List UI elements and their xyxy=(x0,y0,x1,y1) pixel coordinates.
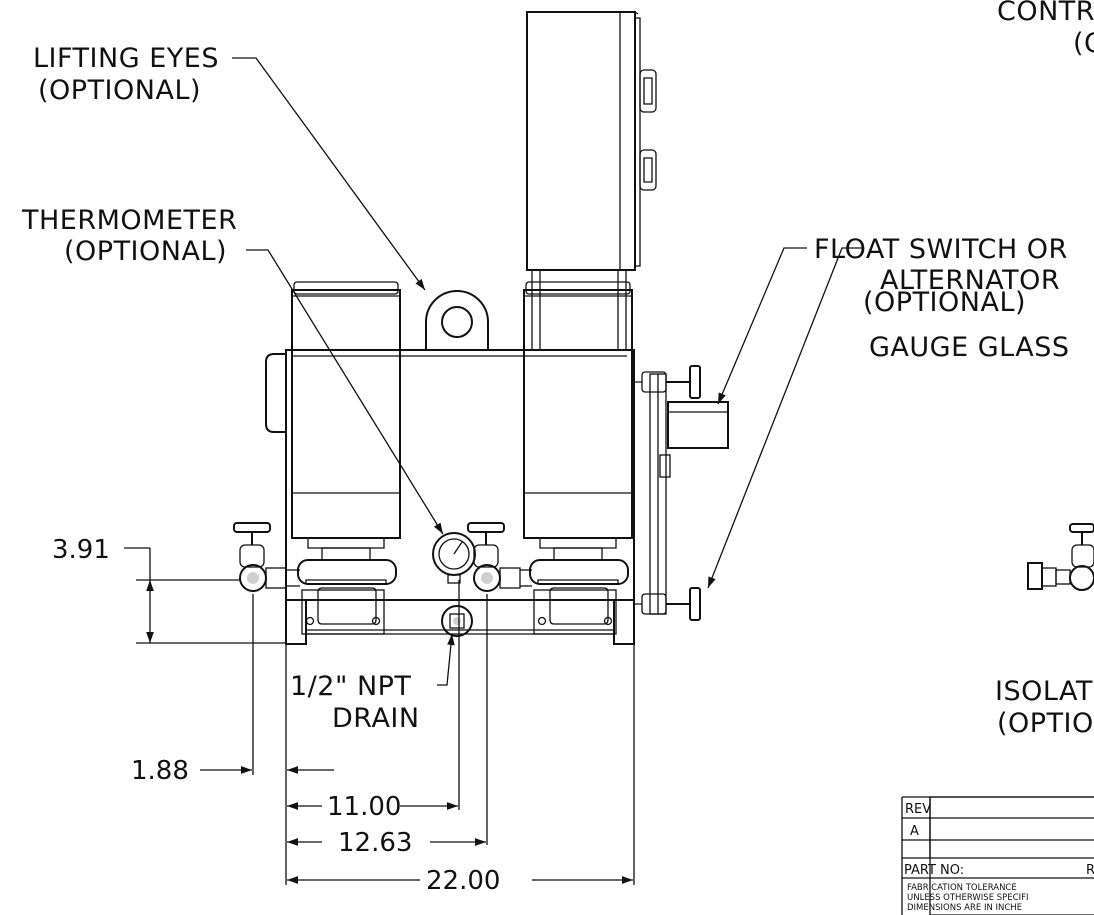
leader-thermometer xyxy=(246,249,444,535)
label-isolation-partial-line1: ISOLAT xyxy=(995,676,1093,707)
label-lifting-eyes-line2: (OPTIONAL) xyxy=(38,75,201,106)
dim-1-88: 1.88 xyxy=(131,756,189,786)
label-gauge-glass-line1: GAUGE GLASS xyxy=(869,332,1070,363)
tb-note-2: UNLESS OTHERWISE SPECIFI xyxy=(907,893,1029,903)
dim-11-00: 11.00 xyxy=(327,792,401,822)
label-drain-line2: DRAIN xyxy=(332,703,420,734)
tb-part-no-partial: R xyxy=(1086,863,1094,878)
leader-float-switch xyxy=(717,247,807,405)
label-thermometer-line2: (OPTIONAL) xyxy=(64,236,227,267)
dimension-lines xyxy=(124,547,635,885)
title-block: REV A PART NO: R FABRICATION TOLERANCE U… xyxy=(901,796,1094,915)
pump-motor-right xyxy=(523,281,633,635)
callout-labels: LIFTING EYES (OPTIONAL) THERMOMETER (OPT… xyxy=(21,0,1094,739)
dim-22-00: 22.00 xyxy=(426,866,500,896)
drain-fitting xyxy=(441,605,473,637)
tb-part-no-label: PART NO: xyxy=(904,863,964,878)
lifting-eye xyxy=(425,290,489,350)
label-control-partial-line2: (O xyxy=(1073,28,1094,59)
leader-lifting-eyes xyxy=(232,57,426,291)
leader-gauge-glass xyxy=(707,247,863,589)
dim-3-91: 3.91 xyxy=(52,535,110,565)
dim-12-63: 12.63 xyxy=(338,828,412,858)
label-drain-line1: 1/2" NPT xyxy=(290,671,411,702)
tb-note-3: DIMENSIONS ARE IN INCHE xyxy=(907,903,1022,913)
label-isolation-partial-line2: (OPTIO xyxy=(997,708,1094,739)
isolation-valve-detail-partial xyxy=(1027,523,1094,591)
gauge-glass xyxy=(634,365,701,621)
isolation-valve-middle xyxy=(467,522,532,592)
label-lifting-eyes-line1: LIFTING EYES xyxy=(33,43,219,74)
pump-motor-left xyxy=(291,281,401,635)
control-panel xyxy=(526,11,657,271)
tb-note-1: FABRICATION TOLERANCE xyxy=(907,883,1017,893)
label-float-switch-line2: ALTERNATOR xyxy=(880,265,1060,296)
leader-drain xyxy=(437,633,455,686)
label-control-partial-line1: CONTR xyxy=(997,0,1094,27)
label-gauge-glass-line2: (OPTIONAL) xyxy=(863,287,1026,318)
tb-rev-header: REV xyxy=(905,802,931,817)
leader-lines xyxy=(232,57,863,686)
receiver-tank xyxy=(265,349,635,645)
isolation-valve-left xyxy=(233,522,300,592)
condensate-unit xyxy=(233,11,1094,645)
float-switch xyxy=(659,401,729,478)
label-thermometer-line1: THERMOMETER xyxy=(21,205,237,236)
thermometer xyxy=(432,532,476,584)
tb-rev-value: A xyxy=(910,824,919,839)
dimension-values: 3.91 1.88 11.00 12.63 22.00 xyxy=(52,535,500,896)
label-float-switch-line1: FLOAT SWITCH OR xyxy=(814,234,1068,265)
